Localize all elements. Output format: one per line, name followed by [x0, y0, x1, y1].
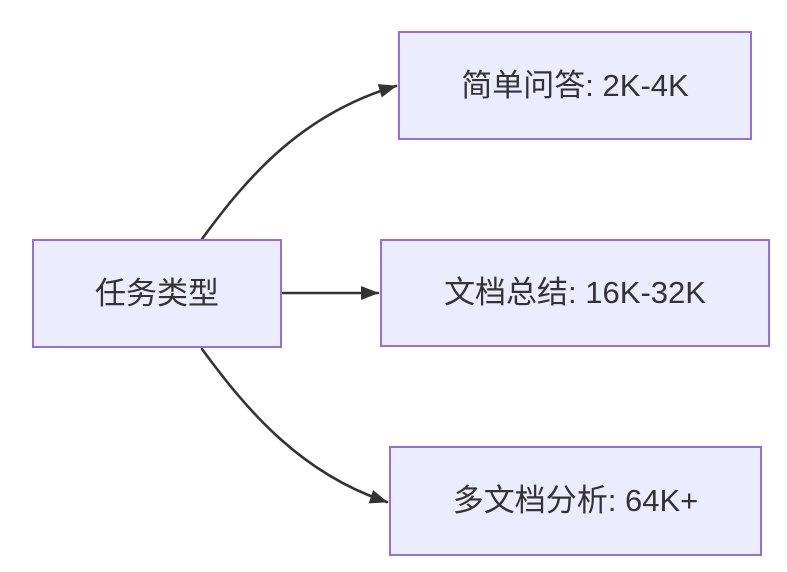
node-doc-summary: 文档总结: 16K-32K	[380, 239, 770, 347]
node-simple-qa-label: 简单问答: 2K-4K	[461, 67, 689, 103]
node-doc-summary-label: 文档总结: 16K-32K	[444, 275, 706, 311]
node-task-type: 任务类型	[32, 239, 282, 348]
edge-task-type-to-multi-doc-analysis	[200, 347, 389, 504]
node-multi-doc-analysis-label: 多文档分析: 64K+	[452, 483, 699, 519]
node-task-type-label: 任务类型	[95, 275, 219, 311]
node-multi-doc-analysis: 多文档分析: 64K+	[389, 446, 762, 556]
node-simple-qa: 简单问答: 2K-4K	[398, 31, 752, 140]
edge-task-type-to-simple-qa	[200, 84, 398, 241]
